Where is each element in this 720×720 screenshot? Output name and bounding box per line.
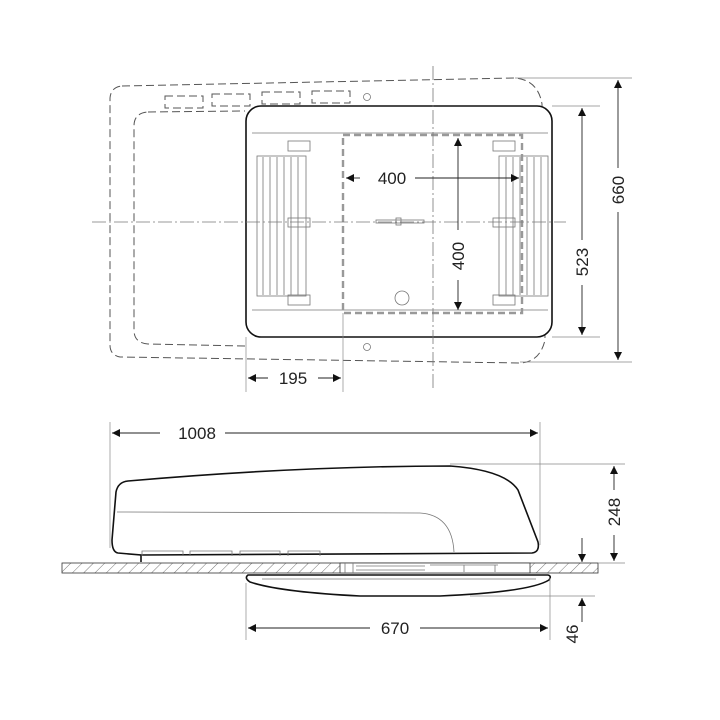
mount-hole-bottom: [363, 343, 371, 351]
dim-ceiling-unit-width: 670: [381, 619, 409, 638]
ceiling-unit-body: [245, 574, 552, 597]
roof-unit-outline-dashed: [109, 77, 546, 364]
center-latch: [375, 219, 425, 224]
dim-ceiling-unit-depth: 523: [573, 248, 592, 276]
roof-unit-body: [111, 465, 540, 562]
vent-grille-left: [256, 140, 311, 306]
top-view: 400 400 523 660 195: [92, 66, 632, 392]
dim-ceiling-unit-height: 46: [563, 625, 582, 644]
side-view: 1008 248 670 46: [61, 422, 625, 644]
dim-height: 248: [605, 498, 624, 526]
mount-hole-top: [363, 93, 371, 101]
dim-opening-width: 400: [378, 169, 406, 188]
ceiling-unit-outline: [245, 105, 553, 338]
roof-unit-inner-dashed: [133, 110, 246, 347]
dim-offset: 195: [279, 369, 307, 388]
dim-roof-unit-depth: 660: [609, 176, 628, 204]
dim-length: 1008: [178, 424, 216, 443]
dim-opening-depth: 400: [449, 242, 468, 270]
roof-vent-slots: [164, 90, 351, 109]
drain-hole: [394, 290, 410, 306]
roof-opening-outline: [341, 133, 524, 315]
roof-section: [61, 562, 599, 574]
